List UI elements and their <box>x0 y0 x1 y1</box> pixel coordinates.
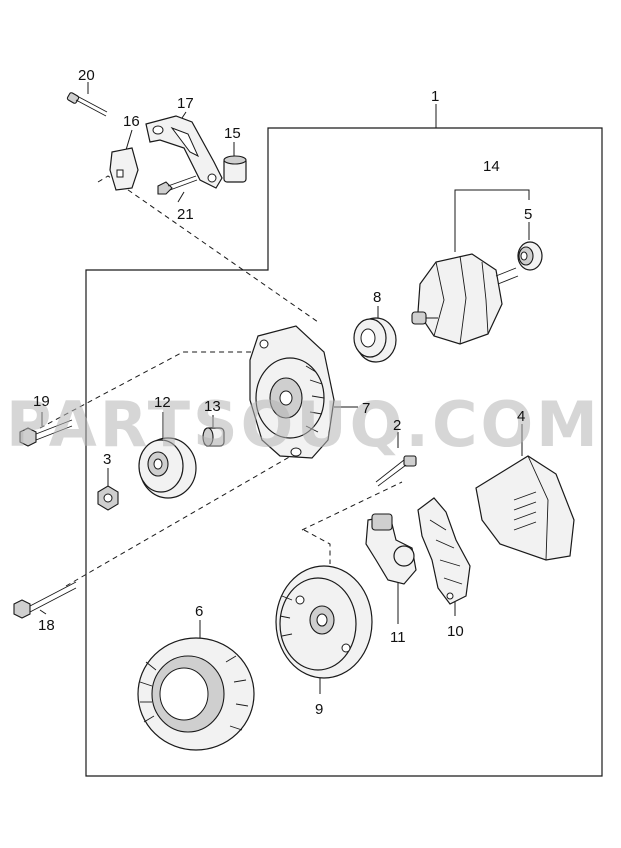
part-16-bracket-block <box>109 147 139 191</box>
callout-3: 3 <box>103 451 111 468</box>
callout-8: 8 <box>373 289 381 306</box>
assembly-guide-lines <box>39 175 403 587</box>
part-14-rotor <box>411 253 519 345</box>
callout-14: 14 <box>483 158 500 175</box>
callout-15: 15 <box>224 125 241 142</box>
part-4-rear-cover <box>475 455 575 561</box>
part-11-brush-holder <box>365 513 417 585</box>
part-10-rectifier <box>417 497 471 605</box>
callout-1: 1 <box>431 88 439 105</box>
callout-5: 5 <box>524 206 532 223</box>
callout-20: 20 <box>78 67 95 84</box>
callout-21: 21 <box>177 206 194 223</box>
part-6-stator <box>137 637 255 751</box>
callout-17: 17 <box>177 95 194 112</box>
callout-10: 10 <box>447 623 464 640</box>
callout-11: 11 <box>390 629 406 646</box>
callout-12: 12 <box>154 394 171 411</box>
part-9-rear-housing <box>275 565 373 679</box>
callout-18: 18 <box>38 617 55 634</box>
part-5-bearing <box>517 241 543 271</box>
part-7-front-housing <box>249 325 335 459</box>
part-2-bolt <box>375 455 417 487</box>
watermark-text: PARTSOUQ.COM <box>6 388 601 461</box>
part-3-nut <box>97 485 119 511</box>
part-15-spacer <box>223 155 247 183</box>
assembly-frame <box>85 127 603 777</box>
part-17-bracket-plate <box>145 115 223 189</box>
part-21-screw <box>157 175 198 195</box>
part-20-bolt <box>66 92 108 117</box>
callout-16: 16 <box>123 113 140 130</box>
part-12-pulley <box>138 437 197 499</box>
callout-6: 6 <box>195 603 203 620</box>
callout-4: 4 <box>517 408 525 425</box>
callout-numbers: 1 2 3 4 5 6 7 8 9 10 11 12 13 14 15 16 1… <box>33 67 532 718</box>
callout-19: 19 <box>33 393 50 410</box>
part-18-bolt <box>13 581 77 619</box>
callout-7: 7 <box>362 400 370 417</box>
callout-2: 2 <box>393 417 401 434</box>
callout-9: 9 <box>315 701 323 718</box>
part-19-bolt <box>19 419 73 447</box>
callout-13: 13 <box>204 398 221 415</box>
part-8-bearing <box>353 317 397 363</box>
part-13-bushing <box>202 427 225 447</box>
